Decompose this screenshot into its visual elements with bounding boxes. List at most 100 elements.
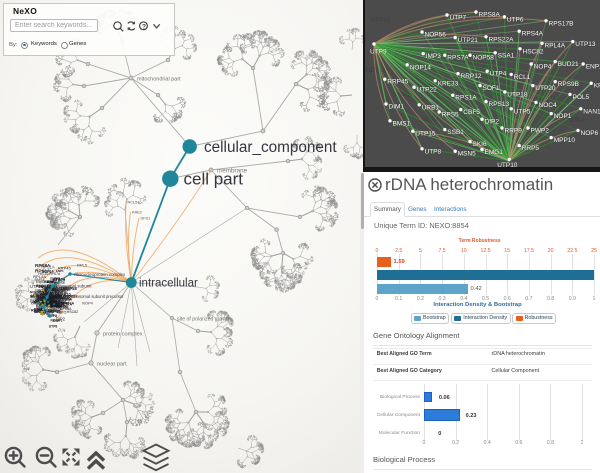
svg-text:mitochondrial part: mitochondrial part xyxy=(137,77,181,83)
svg-text:RPS13: RPS13 xyxy=(489,101,510,108)
svg-text:UTP6: UTP6 xyxy=(45,280,54,284)
svg-text:RPS7A: RPS7A xyxy=(31,308,43,312)
svg-text:URB1: URB1 xyxy=(49,292,58,296)
svg-text:DIM1: DIM1 xyxy=(36,280,44,284)
svg-text:NOP56: NOP56 xyxy=(425,32,447,39)
svg-text:DIM1: DIM1 xyxy=(44,288,53,292)
svg-text:POL5: POL5 xyxy=(573,94,590,101)
svg-text:RRP45: RRP45 xyxy=(58,266,72,271)
svg-text:MSN5: MSN5 xyxy=(458,151,476,158)
svg-text:UTP5: UTP5 xyxy=(514,108,531,115)
svg-text:RPS9B: RPS9B xyxy=(30,299,44,304)
svg-text:NOP58: NOP58 xyxy=(47,294,58,298)
svg-text:CBF5: CBF5 xyxy=(47,295,58,300)
svg-text:EMG1: EMG1 xyxy=(37,293,49,298)
svg-text:PWP2: PWP2 xyxy=(57,295,70,300)
svg-text:RRP45: RRP45 xyxy=(49,304,60,308)
svg-text:NOP58: NOP58 xyxy=(54,281,64,285)
svg-text:SSA1: SSA1 xyxy=(53,295,62,299)
svg-text:RPL5: RPL5 xyxy=(41,295,49,299)
svg-text:RRP9: RRP9 xyxy=(505,128,523,135)
svg-text:RPS1A: RPS1A xyxy=(44,293,57,298)
svg-text:ribosomal subunit: ribosomal subunit xyxy=(57,284,92,289)
svg-text:KRE33: KRE33 xyxy=(54,302,64,306)
svg-text:site of polarized growth: site of polarized growth xyxy=(177,316,230,322)
svg-text:NOP56: NOP56 xyxy=(50,288,63,293)
svg-text:UTP8: UTP8 xyxy=(40,290,49,294)
svg-text:NOP1: NOP1 xyxy=(554,113,572,120)
svg-text:RRP40: RRP40 xyxy=(462,54,482,60)
svg-text:?: ? xyxy=(142,23,146,30)
svg-text:NOP1: NOP1 xyxy=(46,287,58,292)
svg-text:CBF5: CBF5 xyxy=(463,109,480,116)
svg-text:SKI6: SKI6 xyxy=(473,141,487,148)
svg-text:SKI7: SKI7 xyxy=(551,22,565,28)
svg-text:nuclear part: nuclear part xyxy=(97,362,127,368)
svg-text:RRP9: RRP9 xyxy=(49,297,59,301)
svg-text:UTP6: UTP6 xyxy=(45,298,54,302)
svg-text:HSC82: HSC82 xyxy=(50,299,62,303)
svg-text:NOP58: NOP58 xyxy=(366,68,386,74)
svg-text:RPS7A: RPS7A xyxy=(52,308,63,312)
svg-text:KRE33: KRE33 xyxy=(438,80,459,87)
svg-text:RRP9: RRP9 xyxy=(55,288,65,293)
svg-text:BUD21: BUD21 xyxy=(36,284,48,288)
svg-text:PWP2: PWP2 xyxy=(48,295,60,300)
svg-text:RRP12: RRP12 xyxy=(50,291,62,295)
svg-text:RRP12: RRP12 xyxy=(44,298,54,302)
svg-text:ENP1: ENP1 xyxy=(586,64,600,71)
svg-text:NOP1: NOP1 xyxy=(41,285,51,289)
svg-text:HSC82: HSC82 xyxy=(523,48,544,55)
svg-text:RCL5: RCL5 xyxy=(128,201,138,205)
svg-text:NOC4: NOC4 xyxy=(34,310,43,314)
svg-text:MTR4: MTR4 xyxy=(422,118,439,124)
svg-text:POL5: POL5 xyxy=(49,286,58,290)
svg-text:RRP12: RRP12 xyxy=(461,73,482,80)
svg-text:NOP56: NOP56 xyxy=(37,295,49,299)
svg-text:UTP13: UTP13 xyxy=(575,41,596,48)
svg-text:UTP8: UTP8 xyxy=(61,286,72,291)
svg-text:BMS1: BMS1 xyxy=(55,287,64,291)
svg-text:RPL4A: RPL4A xyxy=(44,295,56,299)
svg-text:IMP3: IMP3 xyxy=(37,309,45,313)
svg-text:RRP12: RRP12 xyxy=(58,305,69,309)
svg-text:EMG1: EMG1 xyxy=(485,149,504,156)
svg-text:RPP43: RPP43 xyxy=(371,18,391,24)
svg-text:RRP12: RRP12 xyxy=(53,302,65,306)
svg-text:UTP20: UTP20 xyxy=(58,286,68,290)
svg-text:UTP8: UTP8 xyxy=(425,148,442,155)
svg-text:RPS8A: RPS8A xyxy=(49,286,62,291)
svg-text:EMG1: EMG1 xyxy=(33,300,43,304)
svg-text:RPL5: RPL5 xyxy=(56,295,65,299)
svg-text:RRP45: RRP45 xyxy=(45,294,57,298)
svg-text:IMP3: IMP3 xyxy=(53,302,62,306)
svg-text:NOC4: NOC4 xyxy=(51,318,60,322)
svg-text:SSB1: SSB1 xyxy=(35,298,44,302)
svg-text:BUD21: BUD21 xyxy=(558,61,579,68)
svg-text:RPS7A: RPS7A xyxy=(61,302,73,306)
svg-text:RPS4A: RPS4A xyxy=(522,31,544,38)
svg-text:DIP2: DIP2 xyxy=(46,300,54,304)
svg-text:cell part: cell part xyxy=(184,170,244,189)
svg-text:DFS1: DFS1 xyxy=(141,217,151,221)
svg-text:SSB1: SSB1 xyxy=(50,304,61,309)
svg-text:CBF5: CBF5 xyxy=(57,310,66,314)
svg-text:IMP3: IMP3 xyxy=(47,301,57,306)
svg-text:ribonucleoprotein complex: ribonucleoprotein complex xyxy=(74,272,126,277)
svg-text:RPS13: RPS13 xyxy=(39,285,50,289)
svg-text:RPS22A: RPS22A xyxy=(489,36,515,43)
svg-text:RPS5: RPS5 xyxy=(442,112,459,119)
svg-text:BUD21: BUD21 xyxy=(48,298,60,302)
svg-text:RRP45: RRP45 xyxy=(47,309,61,314)
svg-text:membrane: membrane xyxy=(217,168,248,175)
svg-text:SSB1: SSB1 xyxy=(49,291,60,296)
svg-text:SOF1: SOF1 xyxy=(483,85,500,92)
svg-text:RPL4A: RPL4A xyxy=(33,274,46,279)
svg-text:RRP12: RRP12 xyxy=(46,302,56,306)
svg-text:UTP22: UTP22 xyxy=(41,303,52,307)
svg-text:URB1: URB1 xyxy=(422,104,440,111)
svg-text:HSC82: HSC82 xyxy=(38,272,49,276)
svg-text:RRP45: RRP45 xyxy=(49,303,63,308)
svg-text:ENP1: ENP1 xyxy=(47,280,56,284)
svg-text:RPS1A: RPS1A xyxy=(455,95,477,102)
